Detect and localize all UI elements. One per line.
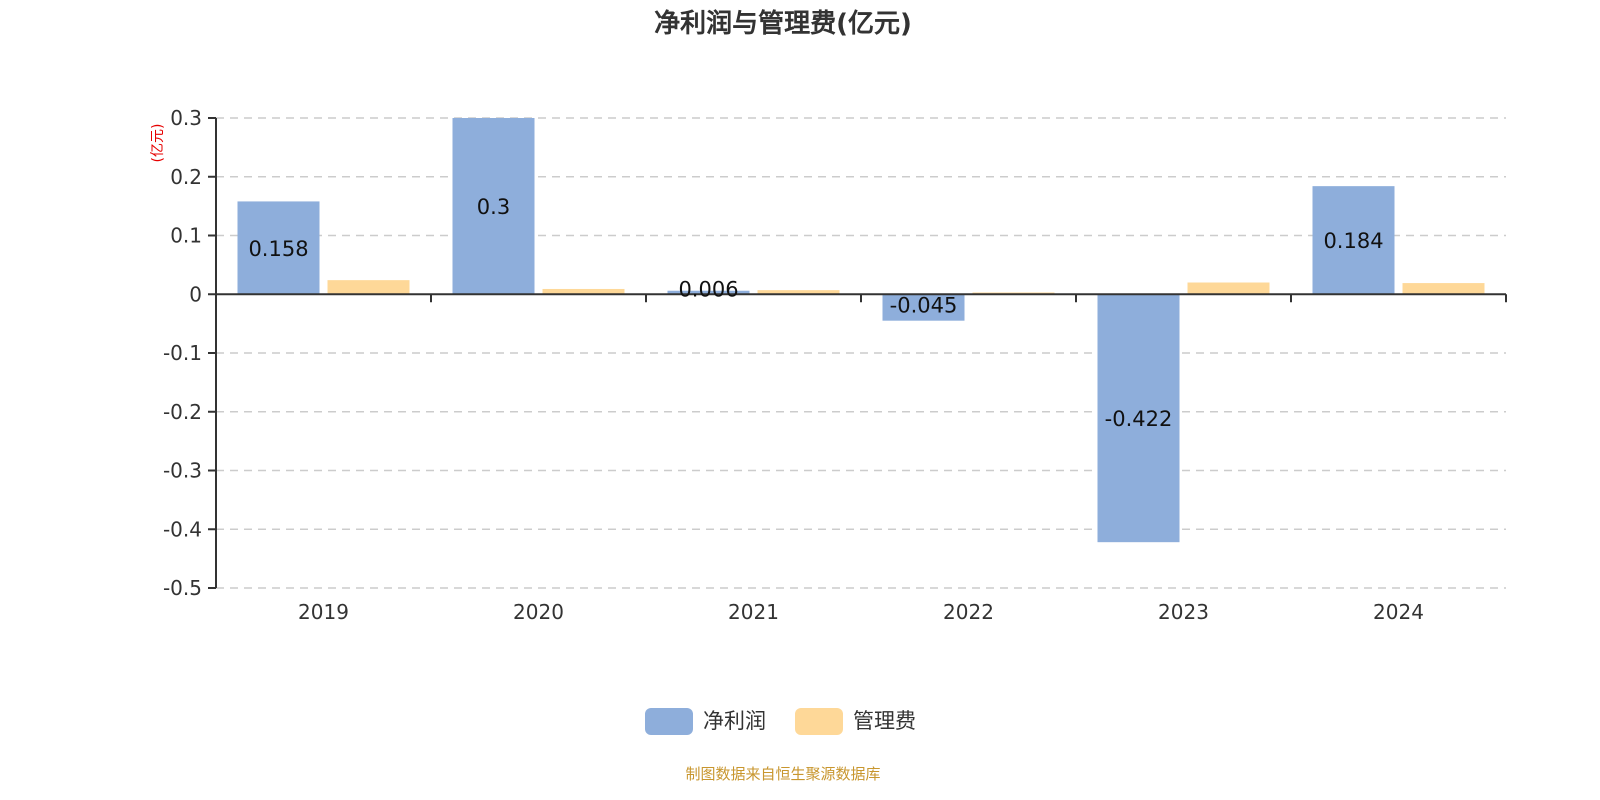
x-tick-label: 2021 (728, 600, 779, 624)
data-label: -0.045 (890, 293, 958, 317)
data-label: -0.422 (1105, 407, 1173, 431)
axes (208, 117, 1507, 589)
bar-net-profit (1312, 186, 1395, 295)
legend-swatch (645, 708, 693, 735)
x-tick-label: 2024 (1373, 600, 1424, 624)
data-label: 0.3 (477, 195, 510, 219)
data-label: 0.184 (1323, 229, 1383, 253)
bar-net-profit (237, 201, 320, 295)
y-tick-label: -0.2 (163, 400, 202, 424)
x-tick-label: 2020 (513, 600, 564, 624)
source-note: 制图数据来自恒生聚源数据库 (685, 765, 880, 783)
x-tick-label: 2019 (298, 600, 349, 624)
x-tick-label: 2022 (943, 600, 994, 624)
y-tick-label: 0.3 (170, 106, 202, 130)
bar-net-profit (1097, 294, 1180, 543)
y-tick-label: -0.1 (163, 341, 202, 365)
bar-admin-expense (1187, 282, 1270, 295)
y-tick-label: -0.4 (163, 517, 202, 541)
legend-label: 管理费 (853, 709, 916, 733)
legend-label: 净利润 (703, 709, 766, 733)
y-axis-unit: (亿元) (150, 124, 166, 163)
bar-admin-expense (1402, 283, 1485, 295)
y-tick-label: -0.3 (163, 459, 202, 483)
data-label: 0.158 (248, 237, 308, 261)
x-tick-label: 2023 (1158, 600, 1209, 624)
chart-title: 净利润与管理费(亿元) (654, 8, 912, 39)
y-tick-label: 0.2 (170, 165, 202, 189)
bar-admin-expense (542, 288, 625, 295)
legend-swatch (795, 708, 843, 735)
grid-lines (216, 117, 1506, 589)
bars (237, 118, 1485, 543)
tick-labels: 0.3 0.2 0.1 0 -0.1 -0.2 -0.3 -0.4 -0.5 2019 2020 20… (163, 106, 1424, 624)
y-tick-label: 0 (189, 282, 202, 306)
y-tick-label: -0.5 (163, 576, 202, 600)
bar-net-profit (452, 118, 535, 295)
data-label: 0.006 (678, 277, 738, 301)
bar-admin-expense (757, 290, 840, 295)
legend: 净利润 管理费 (645, 708, 916, 735)
bar-net-profit (882, 294, 965, 321)
y-tick-label: 0.1 (170, 224, 202, 248)
bar-admin-expense (327, 280, 410, 295)
data-labels: 0.158 0.3 0.006 -0.045 -0.422 0.184 (248, 195, 1383, 431)
bar-net-profit (667, 290, 750, 295)
